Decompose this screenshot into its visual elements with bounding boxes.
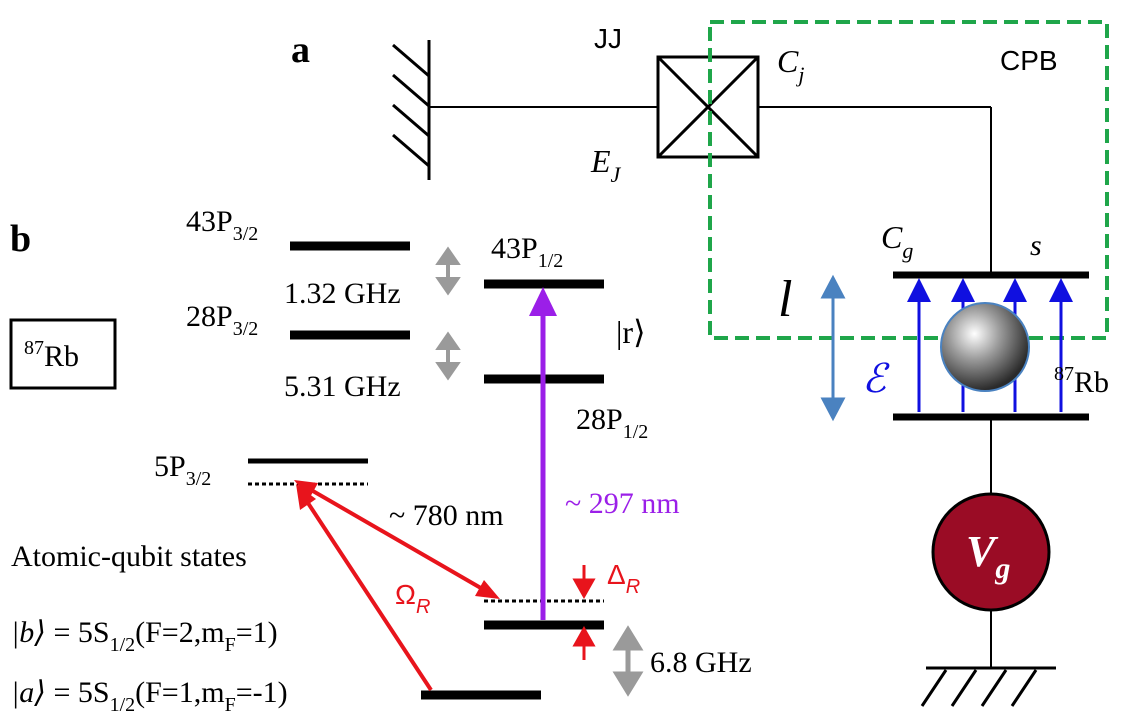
arrow-780nm: [294, 480, 500, 599]
label-780nm: ~ 780 nm: [389, 499, 504, 532]
ej-label: EJ: [590, 143, 622, 187]
field-label: ℰ: [862, 356, 890, 401]
label-297nm: ~ 297 nm: [565, 487, 680, 520]
cpb-label: CPB: [1000, 45, 1058, 76]
panel-a-circuit: a JJ Cj EJ CPB Cg s l ℰ 87Rb Vg: [291, 20, 1109, 707]
plate-distance-arrow: [820, 274, 846, 422]
label-gap-68: 6.8 GHz: [650, 646, 752, 679]
detuning-arrows: [572, 565, 596, 660]
rb-atom-label: 87Rb: [1054, 363, 1109, 399]
panel-label-b: b: [10, 218, 31, 260]
label-r-state: |r⟩: [616, 314, 646, 350]
s-label: s: [1030, 229, 1042, 262]
qubit-b-state: |b⟩ = 5S1/2(F=2,mF=1): [11, 616, 278, 656]
label-43p12: 43P1/2: [491, 232, 563, 272]
label-omega-r: ΩR: [395, 579, 430, 618]
label-43p32: 43P3/2: [186, 205, 258, 245]
cpb-dashed-box: [708, 20, 1109, 340]
gap-arrow-531: [435, 331, 461, 381]
gap-arrow-68: [612, 625, 644, 697]
label-delta-r: ΔR: [607, 559, 640, 598]
label-28p12: 28P1/2: [576, 403, 648, 443]
label-gap-132: 1.32 GHz: [284, 277, 401, 310]
ground-symbol: [920, 666, 1056, 707]
vg-label: Vg: [966, 527, 1010, 585]
rb-atom-sphere: [940, 302, 1030, 392]
qubit-a-state: |a⟩ = 5S1/2(F=1,mF=-1): [11, 676, 288, 716]
arrow-omega-r: [296, 484, 433, 692]
label-28p32: 28P3/2: [186, 300, 258, 340]
rb-box-label: 87Rb: [24, 337, 79, 373]
panel-b-levels: b 87Rb: [9, 205, 752, 716]
rb-box: [9, 318, 117, 390]
gap-arrow-132: [435, 246, 461, 296]
l-label: l: [778, 271, 792, 328]
jj-label: JJ: [594, 23, 622, 54]
arrow-297nm: [529, 287, 557, 620]
cg-label: Cg: [881, 219, 913, 263]
label-gap-531: 5.31 GHz: [284, 370, 401, 403]
panel-label-a: a: [291, 29, 310, 71]
wall-ground-symbol: [392, 40, 431, 180]
qubit-heading: Atomic-qubit states: [11, 540, 247, 573]
cj-label: Cj: [777, 43, 804, 87]
label-5p32: 5P3/2: [154, 450, 211, 490]
